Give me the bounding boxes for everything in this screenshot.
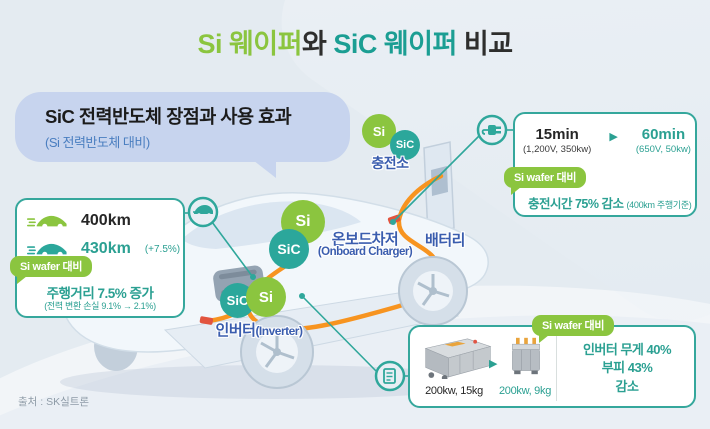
sic-range-delta: (+7.5%) (144, 243, 181, 255)
sic-charge-time: 60min (641, 126, 686, 143)
si-inverter-image (424, 338, 492, 379)
sic-car-icon (27, 243, 67, 257)
si-charge-time: 15min (535, 126, 579, 143)
inverter-label: 인버터(Inverter) (195, 319, 323, 340)
si-charge-spec: (1,200V, 350kw) (523, 144, 592, 155)
charging-time-box: 15min (1,200V, 350kw) ▶ 60min (650V, 50k… (504, 112, 697, 217)
title-compare-part: 비교 (456, 29, 513, 59)
inverter-label-ko: 인버터 (215, 322, 256, 339)
title-sic-part: SiC 웨이퍼 (333, 29, 457, 59)
si-charge-col: 15min (1,200V, 350kw) (523, 126, 591, 155)
sic-range-value: 430km (81, 240, 131, 257)
charge-headline: 충전시간 75% 감소 (528, 197, 624, 211)
subtitle-subheading: (Si 전력반도체 대비) (45, 135, 150, 150)
subtitle-bubble: SiC 전력반도체 장점과 사용 효과 (Si 전력반도체 대비) (15, 92, 350, 162)
arrow-icon: ▶ (489, 358, 498, 370)
inverter-label-en: (Inverter) (255, 324, 303, 338)
title-si-part: Si 웨이퍼 (197, 29, 302, 59)
inverter-headline: 인버터 무게 40% 부피 43% 감소 (557, 327, 697, 410)
si-car-icon (27, 215, 67, 229)
si-wafer-badge: Si wafer 대비 (532, 315, 615, 343)
page-title: Si 웨이퍼와 SiC 웨이퍼 비교 (0, 22, 710, 61)
spec-doc-icon (374, 360, 406, 392)
source-caption: 출처 : SK실트론 (18, 396, 90, 408)
subtitle-heading: SiC 전력반도체 장점과 사용 효과 (45, 106, 292, 127)
sic-charge-spec: (650V, 50kw) (635, 144, 691, 155)
si-wafer-badge: Si wafer 대비 (504, 167, 587, 195)
inverter-headline-line1: 인버터 무게 40% (582, 342, 672, 358)
inverter-headline-line3: 감소 (615, 378, 639, 394)
inverter-compare-box: Si wafer 대비 ▶ 200kw, 15kg 200kw, 9kg 인버터… (408, 315, 697, 410)
charge-plug-icon (476, 114, 508, 146)
charging-station-label: 충전소 (371, 155, 409, 171)
si-inverter-label: 200kw, 15kg (425, 385, 483, 397)
charge-detail: (400km 주행기준) (626, 200, 692, 210)
onboard-charger-label: 온보드차저 (331, 231, 399, 248)
rear-wheel (398, 256, 468, 326)
inverter-headline-line2: 부피 43% (601, 360, 653, 376)
driving-range-box: 400km 430km(+7.5%) Si wafer 대비 주행거리 7.5%… (10, 198, 185, 318)
range-detail: (전력 변환 손실 9.1% → 2.1%) (44, 301, 156, 311)
sic-inverter-label: 200kw, 9kg (498, 385, 552, 397)
range-car-icon (187, 196, 219, 228)
charging-station-sic-chip: SiC (390, 130, 420, 160)
sic-charge-col: 60min (650V, 50kw) (636, 126, 691, 155)
inverter-si-chip: Si (246, 277, 286, 317)
battery-label: 배터리 (425, 232, 465, 249)
title-connector: 와 (301, 29, 334, 59)
si-wafer-badge: Si wafer 대비 (10, 256, 93, 284)
si-range-value: 400km (81, 212, 131, 229)
arrow-icon: ▶ (609, 131, 618, 143)
